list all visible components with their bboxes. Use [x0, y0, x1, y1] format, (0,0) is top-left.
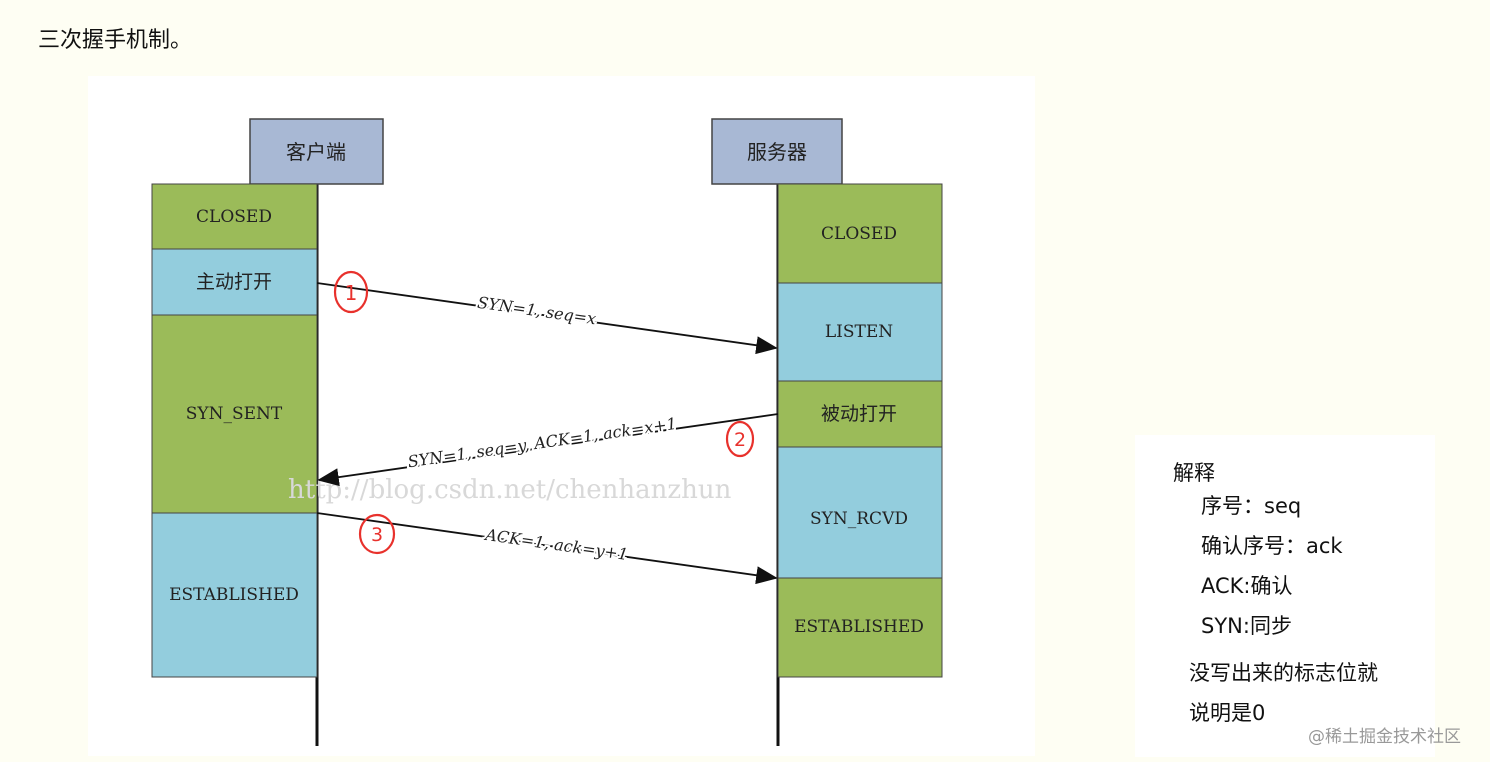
server-state-listen: LISTEN	[777, 282, 943, 382]
svg-text:ACK=1, ack=y+1: ACK=1, ack=y+1	[482, 525, 629, 564]
svg-text:3: 3	[371, 524, 383, 546]
server-state-syn-rcvd: SYN_RCVD	[777, 446, 943, 579]
watermark: http://blog.csdn.net/chenhanzhun	[288, 475, 732, 505]
explanation-box: 解释 序号：seq 确认序号：ack ACK:确认 SYN:同步 没写出来的标志…	[1135, 435, 1435, 757]
explanation-title: 解释	[1173, 461, 1215, 485]
svg-text:SYN_SENT: SYN_SENT	[186, 404, 283, 424]
svg-text:ESTABLISHED: ESTABLISHED	[169, 585, 299, 605]
svg-text:LISTEN: LISTEN	[825, 322, 893, 342]
explanation-footer: 没写出来的标志位就	[1189, 661, 1378, 685]
server-state-passive-open: 被动打开	[777, 380, 943, 448]
svg-text:主动打开: 主动打开	[196, 271, 272, 293]
server-state-established: ESTABLISHED	[777, 577, 943, 678]
server-state-closed: CLOSED	[777, 183, 943, 284]
message-1-arrow: SYN=1, seq=x 1	[316, 270, 778, 355]
client-state-active-open: 主动打开	[151, 248, 318, 316]
svg-text:服务器: 服务器	[747, 140, 807, 164]
page-heading: 三次握手机制。	[38, 28, 193, 53]
svg-text:SYN=1, seq=x: SYN=1, seq=x	[476, 293, 597, 329]
source-credit: @稀土掘金技术社区	[1308, 727, 1461, 747]
svg-text:SYN_RCVD: SYN_RCVD	[810, 509, 908, 529]
svg-text:被动打开: 被动打开	[821, 403, 897, 425]
server-header: 服务器	[711, 118, 843, 185]
svg-text:SYN=1, seq=y, ACK=1, ack=x+1: SYN=1, seq=y, ACK=1, ack=x+1	[407, 414, 678, 472]
explanation-item: 序号：seq	[1201, 494, 1302, 518]
client-state-closed: CLOSED	[151, 183, 318, 250]
explanation-footer: 说明是0	[1189, 701, 1266, 725]
explanation-item: 确认序号：ack	[1201, 534, 1343, 558]
message-2-arrow: SYN=1, seq=y, ACK=1, ack=x+1 2	[317, 412, 779, 487]
svg-text:ESTABLISHED: ESTABLISHED	[794, 617, 924, 637]
svg-text:1: 1	[345, 281, 358, 305]
explanation-item: SYN:同步	[1201, 614, 1292, 638]
three-way-handshake-diagram: 客户端 服务器 CLOSED 主动打开 SYN_SENT ESTABLISHED…	[88, 76, 1035, 756]
message-3-arrow: ACK=1, ack=y+1 3	[316, 512, 778, 585]
client-state-syn-sent: SYN_SENT	[151, 314, 318, 514]
svg-text:CLOSED: CLOSED	[196, 207, 272, 227]
svg-text:客户端: 客户端	[286, 140, 346, 164]
client-header: 客户端	[249, 118, 384, 185]
explanation-item: ACK:确认	[1201, 574, 1293, 598]
svg-text:CLOSED: CLOSED	[821, 224, 897, 244]
client-state-established: ESTABLISHED	[151, 512, 318, 678]
svg-text:2: 2	[734, 429, 746, 451]
